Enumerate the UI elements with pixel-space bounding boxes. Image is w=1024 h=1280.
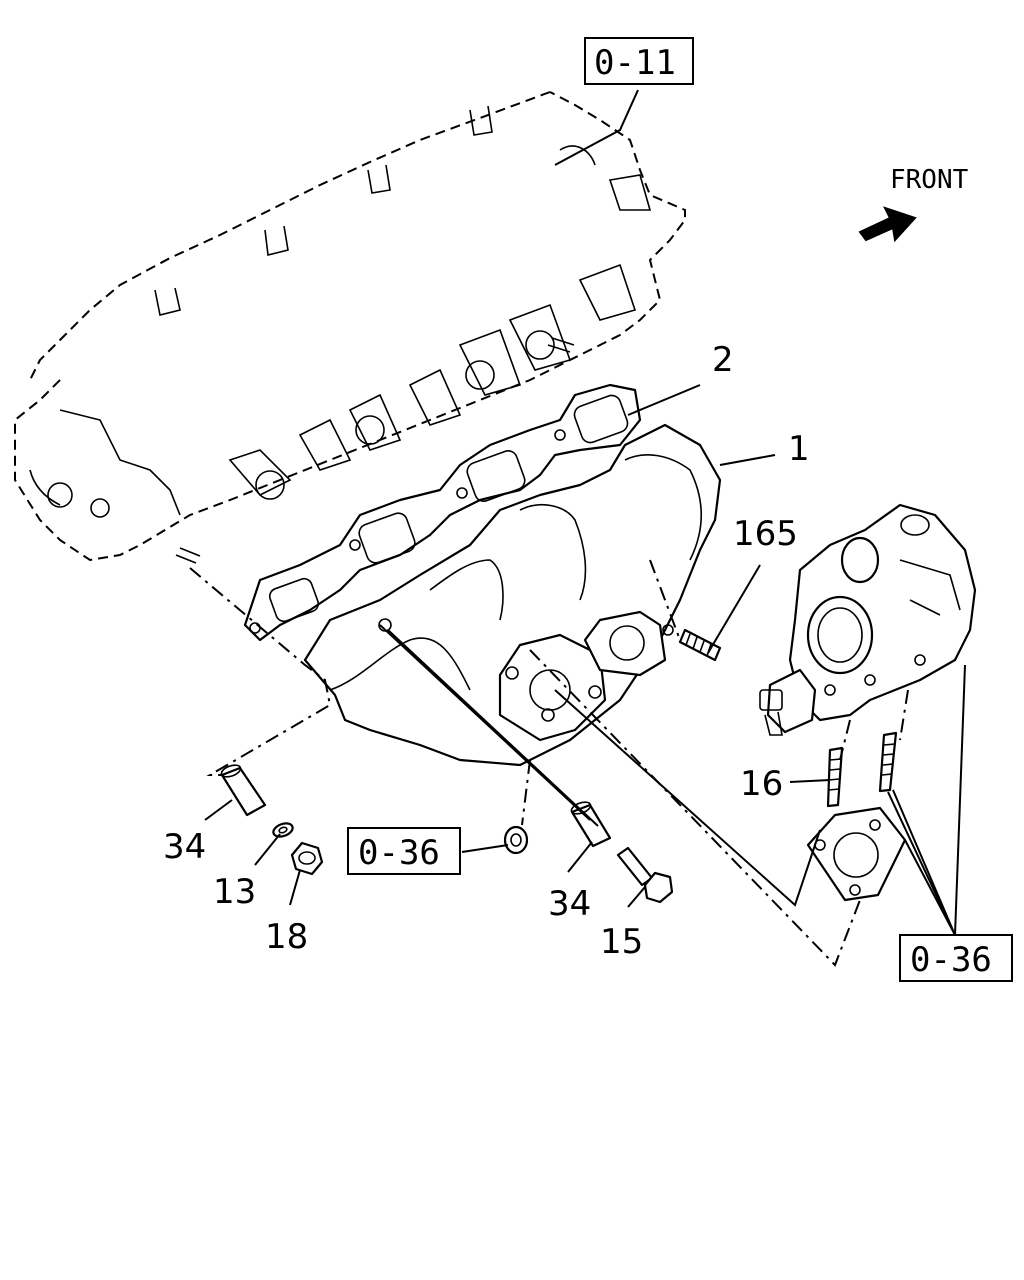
callout-15[interactable]: 15: [600, 922, 643, 962]
turbocharger: [759, 503, 977, 736]
stud-165: [678, 628, 722, 662]
manifold-gasket: [243, 383, 642, 642]
callout-34-left[interactable]: 34: [163, 827, 206, 867]
callout-34-right[interactable]: 34: [548, 884, 591, 924]
bolt-15: [616, 846, 674, 904]
ref-box-mid[interactable]: 0-36: [347, 827, 461, 875]
ref-top-label: 0-11: [594, 43, 676, 83]
washer-13: [272, 822, 294, 838]
ref-box-right[interactable]: 0-36: [899, 934, 1013, 982]
nut-0-36: [503, 825, 529, 855]
sleeve-34-right: [570, 801, 612, 848]
sleeve-34-left: [220, 764, 267, 817]
callout-16[interactable]: 16: [740, 764, 783, 804]
callout-13[interactable]: 13: [213, 872, 256, 912]
cylinder-head-phantom: [14, 91, 686, 564]
callout-165[interactable]: 165: [733, 514, 798, 554]
assembly-lines: [189, 559, 909, 967]
front-label: FRONT: [890, 165, 969, 195]
front-direction-indicator: FRONT: [858, 165, 969, 243]
callout-18[interactable]: 18: [265, 917, 308, 957]
leader-lines: [204, 89, 966, 936]
ref-right-label: 0-36: [910, 940, 992, 980]
ref-mid-label: 0-36: [358, 833, 440, 873]
exhaust-manifold: [303, 423, 722, 767]
front-arrow-icon: [858, 206, 917, 243]
ref-box-top[interactable]: 0-11: [584, 37, 694, 85]
nut-18: [290, 841, 324, 876]
turbo-gasket: [806, 806, 907, 902]
callout-2[interactable]: 2: [712, 340, 734, 380]
stud-16: [826, 731, 898, 808]
callout-1[interactable]: 1: [788, 429, 810, 469]
